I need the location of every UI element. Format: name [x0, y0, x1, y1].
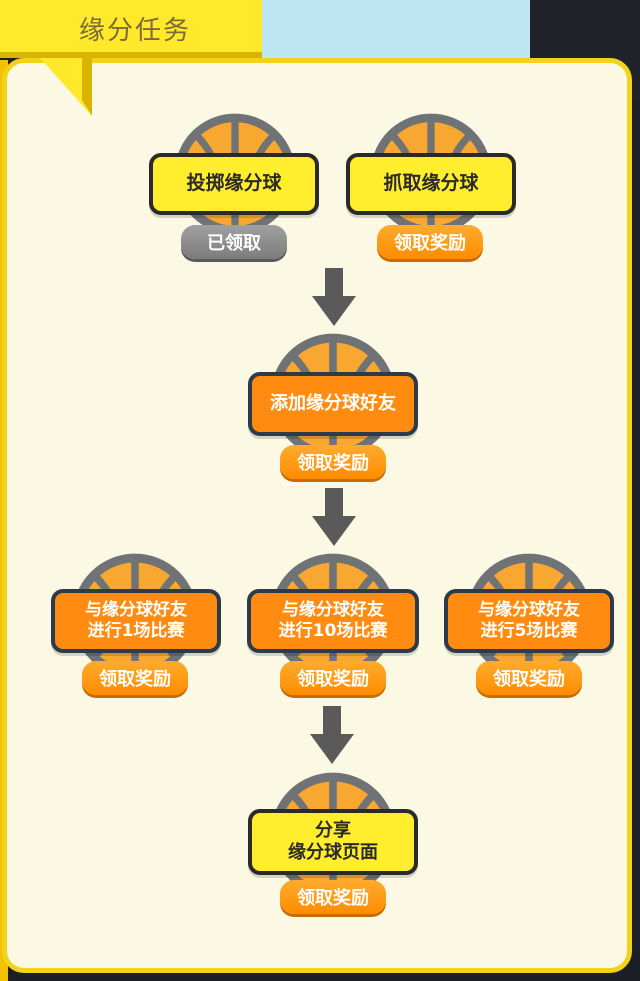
claim-reward-button[interactable]: 领取奖励 [377, 225, 483, 259]
claim-reward-button[interactable]: 领取奖励 [280, 661, 386, 695]
arrow-down-icon [312, 488, 356, 546]
task-label-match-5[interactable]: 与缘分球好友 进行5场比赛 [444, 589, 614, 653]
arrow-down-icon [310, 706, 354, 764]
task-label-match-1[interactable]: 与缘分球好友 进行1场比赛 [51, 589, 221, 653]
task-label-throw[interactable]: 投掷缘分球 [149, 153, 319, 215]
title-tab [0, 0, 262, 116]
claim-reward-button[interactable]: 领取奖励 [82, 661, 188, 695]
task-label-catch[interactable]: 抓取缘分球 [346, 153, 516, 215]
claim-reward-button[interactable]: 领取奖励 [280, 445, 386, 479]
task-label-share[interactable]: 分享 缘分球页面 [248, 809, 418, 875]
page-title: 缘分任务 [78, 15, 191, 46]
claimed-badge: 已领取 [181, 225, 287, 259]
arrow-down-icon [312, 268, 356, 326]
task-label-add-friend[interactable]: 添加缘分球好友 [248, 372, 418, 436]
claim-reward-button[interactable]: 领取奖励 [280, 880, 386, 914]
task-label-match-10[interactable]: 与缘分球好友 进行10场比赛 [247, 589, 419, 653]
claim-reward-button[interactable]: 领取奖励 [476, 661, 582, 695]
